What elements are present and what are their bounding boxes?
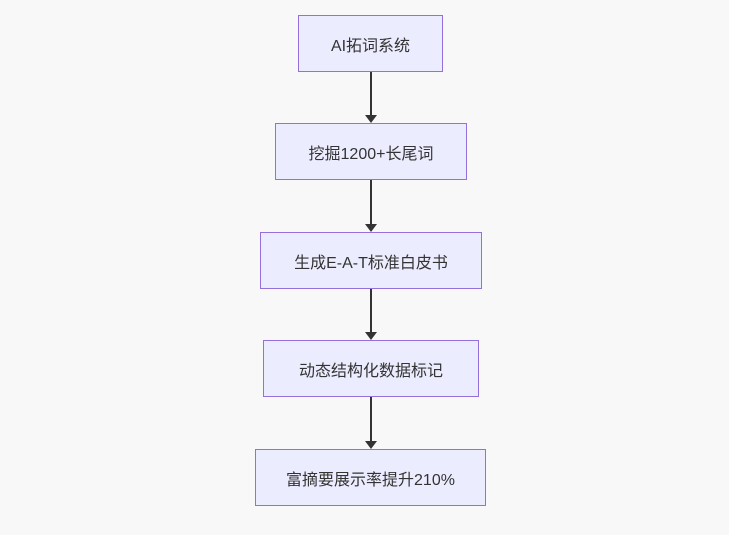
flow-node-structured-data-markup: 动态结构化数据标记 — [263, 340, 479, 397]
flow-node-ai-keyword-system: AI拓词系统 — [298, 15, 443, 72]
arrow-down-icon — [364, 397, 378, 449]
flow-node-eat-whitepaper: 生成E-A-T标准白皮书 — [260, 232, 482, 289]
flow-node-label: 富摘要展示率提升210% — [286, 471, 455, 489]
flow-node-label: AI拓词系统 — [330, 37, 411, 55]
arrow-down-icon — [364, 180, 378, 232]
flow-node-longtail-mining: 挖掘1200+长尾词 — [275, 123, 467, 180]
arrow-down-icon — [364, 72, 378, 123]
flow-node-label: 挖掘1200+长尾词 — [308, 145, 434, 163]
flow-node-label: 生成E-A-T标准白皮书 — [294, 254, 448, 272]
flow-node-rich-snippet-result: 富摘要展示率提升210% — [255, 449, 486, 506]
flow-node-label: 动态结构化数据标记 — [298, 362, 443, 380]
arrow-down-icon — [364, 289, 378, 340]
